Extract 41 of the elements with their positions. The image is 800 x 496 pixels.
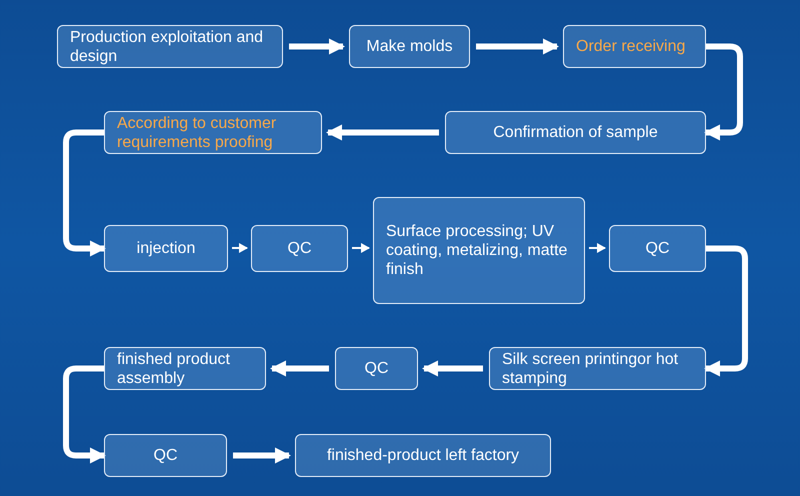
- step-label: QC: [288, 239, 312, 258]
- process-box: [335, 347, 418, 390]
- step-label: injection: [136, 239, 196, 258]
- step-label: Make molds: [366, 37, 453, 56]
- step-label: finished product assembly: [117, 350, 231, 388]
- process-box: [104, 347, 266, 390]
- arrow: [704, 246, 748, 376]
- arrow: [352, 243, 370, 253]
- arrow: [589, 243, 606, 253]
- step-label: QC: [154, 446, 178, 465]
- step-label: Production exploitation and design: [70, 28, 264, 66]
- process-box: [349, 25, 470, 68]
- process-box: [295, 434, 551, 477]
- step-label: Confirmation of sample: [493, 123, 658, 142]
- step-label: QC: [646, 239, 670, 258]
- arrow: [63, 366, 106, 464]
- arrow: [232, 243, 248, 253]
- step-label: finished-product left factory: [326, 446, 520, 465]
- arrow: [289, 38, 345, 54]
- step-label: Silk screen printingor hot stamping: [502, 350, 680, 388]
- step-label: According to customer requirements proofing: [117, 114, 278, 152]
- step-label: Surface processing; UV coating, metalizing, matte finish: [386, 222, 568, 279]
- arrow: [63, 130, 106, 256]
- process-box: [445, 111, 706, 154]
- process-box: [104, 225, 228, 272]
- arrow: [326, 124, 439, 140]
- process-box: [57, 25, 283, 68]
- arrow: [704, 44, 743, 140]
- arrow: [476, 38, 559, 54]
- arrow: [422, 360, 483, 376]
- process-box: [373, 197, 585, 304]
- process-box: [104, 111, 322, 154]
- step-label: QC: [364, 359, 388, 378]
- arrow: [270, 360, 329, 376]
- process-box: [489, 347, 706, 390]
- step-label: Order receiving: [576, 37, 686, 56]
- process-box: [609, 225, 706, 272]
- arrow: [233, 448, 291, 464]
- process-box: [104, 434, 227, 477]
- process-box: [251, 225, 348, 272]
- process-box: [563, 25, 706, 68]
